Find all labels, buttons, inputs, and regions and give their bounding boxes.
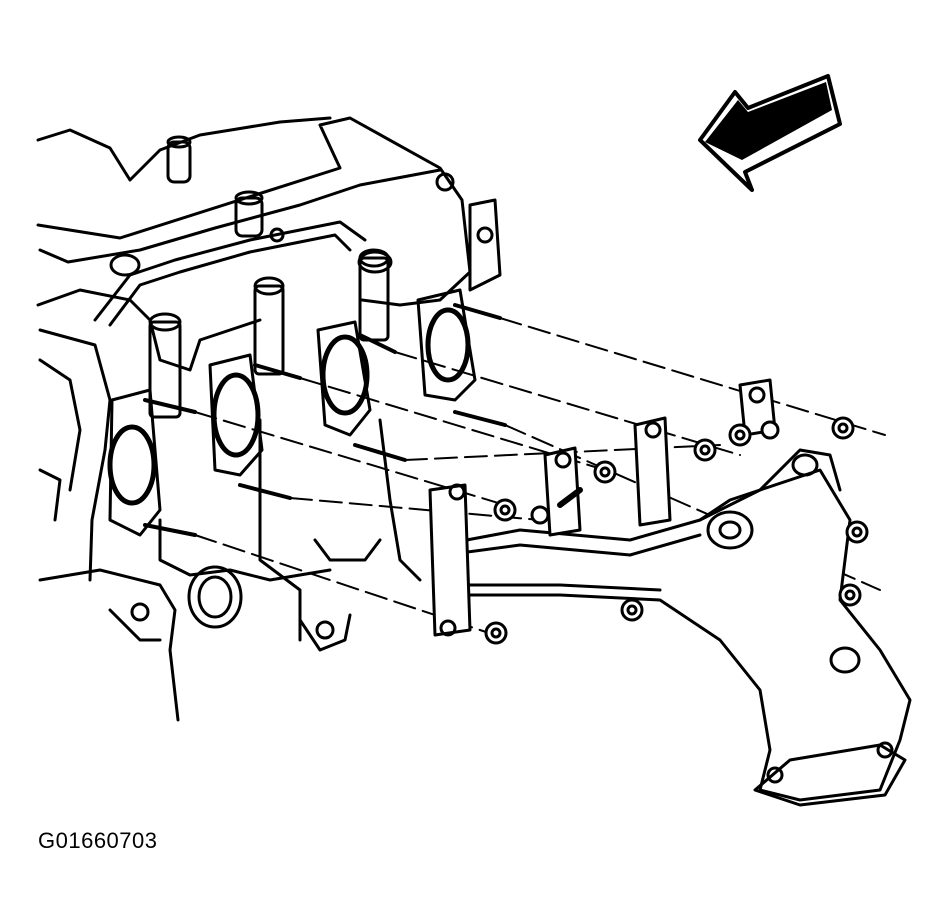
spark-plug-tubes <box>148 248 390 419</box>
manifold-studs <box>143 303 507 537</box>
figure-id-label: G01660703 <box>38 828 158 853</box>
manifold-nuts <box>130 416 869 645</box>
exhaust-ports <box>107 288 477 537</box>
front-direction-arrow-icon <box>698 74 842 192</box>
exhaust-manifold <box>428 378 912 807</box>
engine-block <box>36 116 502 722</box>
